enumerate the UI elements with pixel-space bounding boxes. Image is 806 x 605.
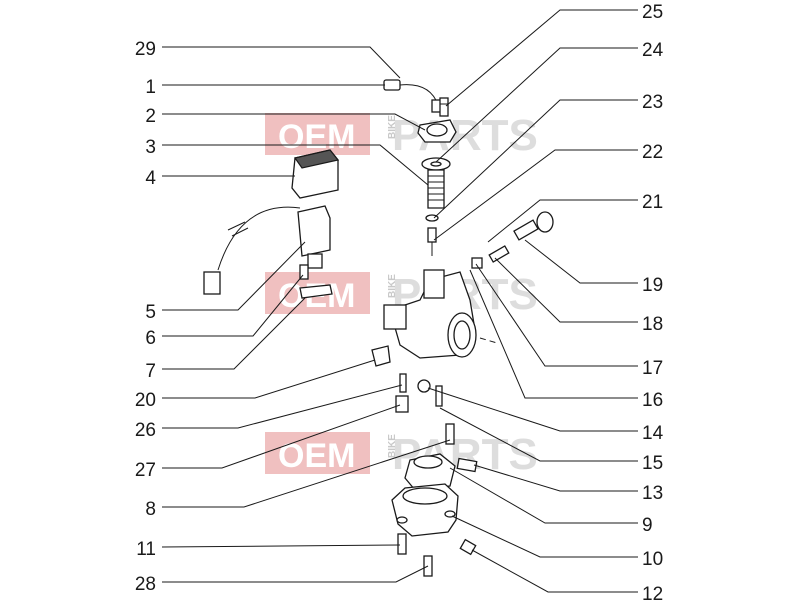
choke-clamp-part — [299, 284, 333, 299]
main-jet-part — [395, 373, 409, 413]
automatic-choke-part — [203, 205, 331, 295]
callout-27: 27 — [135, 460, 156, 481]
watermark-1: OEM BIKE PARTS — [265, 111, 538, 160]
callout-3: 3 — [145, 137, 156, 158]
callout-5: 5 — [145, 302, 156, 323]
svg-text:BIKE: BIKE — [387, 115, 398, 139]
callout-21: 21 — [642, 192, 663, 213]
leader-11 — [161, 544, 401, 548]
leader-26 — [162, 384, 403, 429]
leader-25 — [445, 9, 638, 107]
leader-16 — [469, 269, 638, 399]
leader-3 — [162, 144, 429, 186]
leader-24 — [435, 47, 638, 163]
choke-screw-part — [299, 264, 309, 280]
leader-15 — [439, 407, 638, 462]
callout-18: 18 — [642, 314, 663, 335]
small-jet-parts — [417, 379, 443, 407]
callout-1: 1 — [145, 77, 156, 98]
svg-text:OEM: OEM — [278, 437, 355, 475]
callout-9: 9 — [642, 515, 653, 536]
callout-24: 24 — [642, 40, 664, 61]
leader-27 — [162, 404, 401, 469]
svg-text:BIKE: BIKE — [387, 434, 398, 458]
svg-text:BIKE: BIKE — [387, 274, 398, 298]
gasket-plate-part — [421, 157, 451, 171]
leader-7 — [162, 297, 306, 370]
callout-19: 19 — [642, 275, 663, 296]
leader-6 — [162, 274, 304, 337]
callout-16: 16 — [642, 390, 663, 411]
leader-10 — [451, 515, 638, 558]
leader-5 — [162, 241, 306, 311]
leader-14 — [427, 387, 638, 432]
callout-8: 8 — [145, 499, 156, 520]
needle-clip-part — [425, 214, 439, 256]
fuel-fitting-part — [371, 345, 391, 367]
leader-23 — [433, 99, 638, 219]
callout-20: 20 — [135, 390, 156, 411]
adjuster-screw-part — [439, 97, 449, 117]
leader-28 — [162, 565, 429, 583]
callout-13: 13 — [642, 483, 663, 504]
callout-4: 4 — [145, 168, 156, 189]
idle-screw-parts — [471, 211, 554, 269]
callout-10: 10 — [642, 549, 663, 570]
float-bowl-part — [391, 483, 459, 537]
callout-26: 26 — [135, 420, 156, 441]
callout-11: 11 — [136, 539, 156, 560]
leader-29 — [162, 46, 401, 79]
leader-22 — [433, 149, 638, 241]
svg-text:OEM: OEM — [278, 118, 355, 156]
spring-part — [427, 169, 445, 209]
leader-12 — [471, 549, 638, 593]
callout-14: 14 — [642, 423, 664, 444]
callout-29: 29 — [135, 39, 156, 60]
leader-20 — [162, 359, 376, 399]
leader-18 — [494, 257, 638, 323]
callout-28: 28 — [135, 574, 156, 595]
leader-13 — [473, 464, 638, 492]
float-part — [404, 453, 478, 491]
leader-9 — [449, 467, 638, 524]
choke-cap-part — [291, 149, 340, 199]
callout-17: 17 — [642, 358, 663, 379]
leader-19 — [524, 239, 638, 284]
leader-17 — [475, 263, 638, 367]
callout-22: 22 — [642, 142, 663, 163]
carburetor-body-part — [383, 269, 498, 359]
callout-12: 12 — [642, 584, 663, 605]
callout-7: 7 — [145, 361, 156, 382]
callout-15: 15 — [642, 453, 663, 474]
bowl-screw-parts — [397, 533, 477, 577]
callout-2: 2 — [145, 106, 156, 127]
callout-25: 25 — [642, 2, 663, 23]
callout-6: 6 — [145, 328, 156, 349]
emulsion-tube-part — [445, 423, 455, 445]
carb-top-cap-part — [417, 119, 457, 143]
leader-8 — [162, 439, 451, 508]
throttle-cable-part — [383, 79, 443, 113]
leader-2 — [162, 113, 426, 131]
callout-23: 23 — [642, 92, 663, 113]
leader-21 — [487, 199, 638, 243]
